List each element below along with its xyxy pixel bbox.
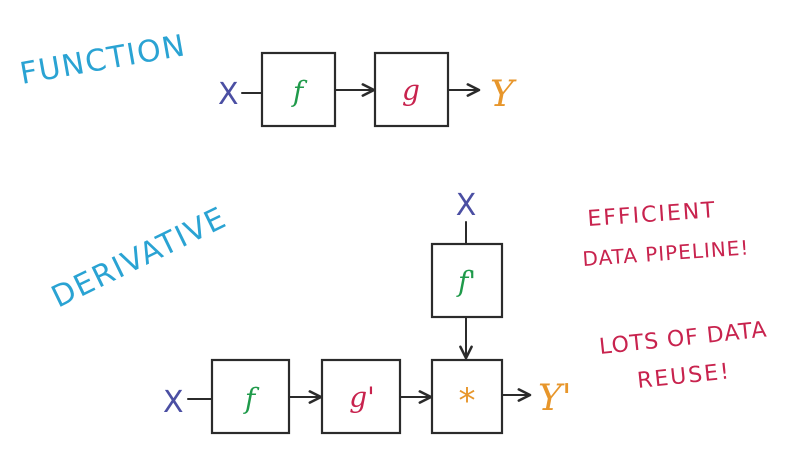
note-reuse-line1: LOTS OF DATA	[598, 317, 769, 360]
function-g-box	[373, 51, 450, 128]
note-reuse-line2: REUSE!	[636, 359, 732, 394]
derivative-heading: DERIVATIVE	[46, 200, 232, 315]
function-output-y: Y	[490, 74, 517, 115]
function-g-label: g	[402, 74, 420, 107]
note-efficient-line1: EFFICIENT	[587, 198, 718, 232]
derivative-f-prime-box	[430, 242, 504, 319]
note-efficient-line2: DATA PIPELINE!	[582, 235, 750, 271]
derivative-f-prime-label: f'	[456, 265, 476, 298]
derivative-input-x: X	[163, 385, 184, 420]
derivative-top-input-x: X	[456, 188, 477, 223]
function-heading: FUNCTION	[17, 28, 188, 92]
derivative-multiply-label: *	[459, 381, 476, 421]
derivative-g-prime-label: g'	[349, 381, 375, 414]
derivative-multiply-box	[430, 358, 504, 435]
derivative-g-prime-box	[320, 358, 402, 435]
derivative-output-y-prime: Y'	[538, 378, 572, 419]
derivative-f-box	[210, 358, 291, 435]
function-input-x: X	[218, 77, 239, 112]
